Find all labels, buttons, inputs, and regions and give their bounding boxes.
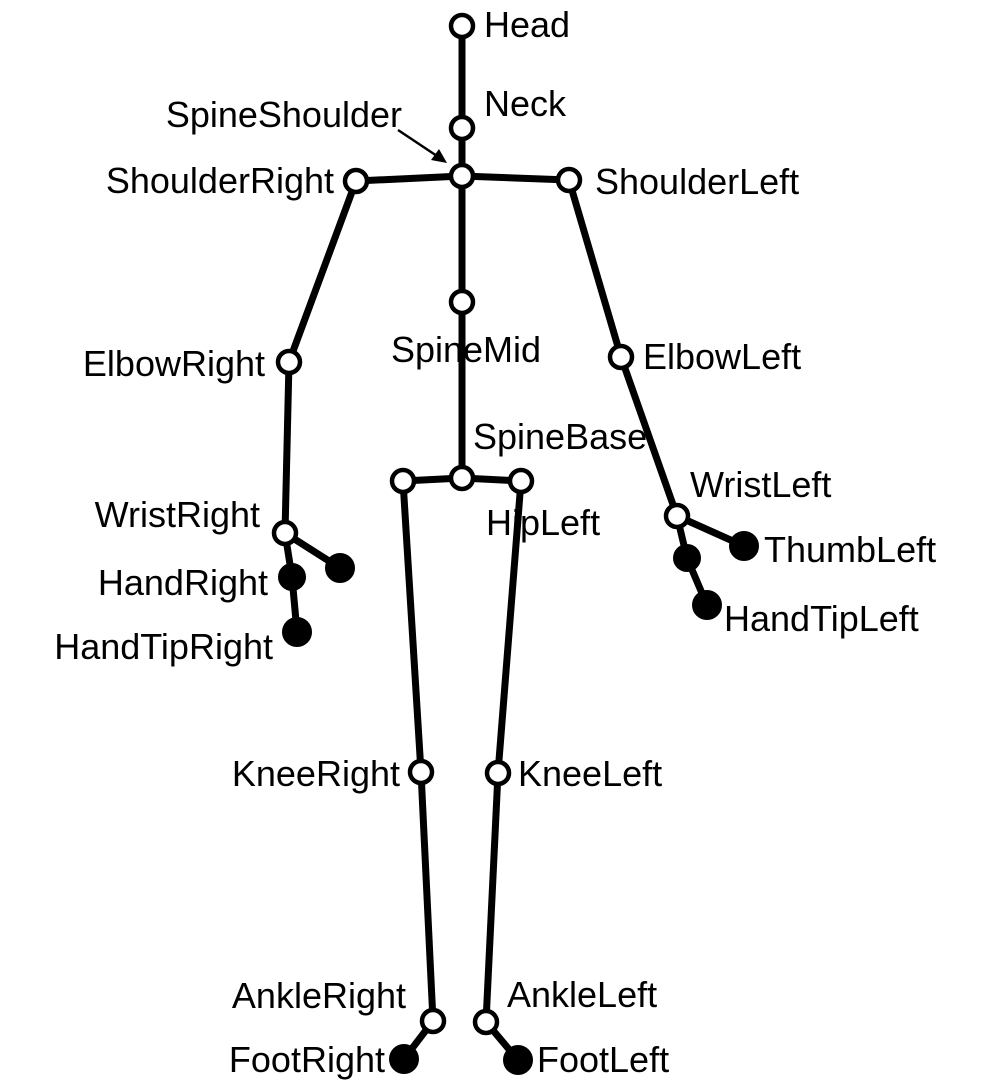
label-neck: Neck — [484, 83, 567, 124]
joint-elbow-left — [610, 346, 632, 368]
spine-shoulder-arrow-shaft — [398, 130, 440, 158]
label-foot-right: FootRight — [229, 1039, 385, 1080]
joint-thumb-left — [730, 532, 758, 560]
bone-shoulder-left-elbow-left — [569, 180, 621, 357]
label-knee-left: KneeLeft — [518, 753, 662, 794]
bone-hip-right-knee-right — [403, 481, 421, 772]
label-ankle-left: AnkleLeft — [507, 974, 657, 1015]
joint-ankle-left — [475, 1011, 497, 1033]
label-knee-right: KneeRight — [232, 753, 400, 794]
bone-spine-shoulder-shoulder-right — [356, 176, 462, 181]
joint-hand-left — [674, 545, 700, 571]
bone-spine-shoulder-shoulder-left — [462, 176, 569, 180]
joint-foot-right — [390, 1045, 418, 1073]
joint-spine-mid — [451, 291, 473, 313]
label-thumb-left: ThumbLeft — [764, 529, 936, 570]
bone-knee-left-ankle-left — [486, 773, 498, 1022]
spine-shoulder-arrow-head — [431, 149, 447, 163]
joint-hand-tip-right — [283, 618, 311, 646]
joint-hand-tip-left — [693, 591, 721, 619]
bone-elbow-right-wrist-right — [285, 362, 289, 533]
label-wrist-left: WristLeft — [690, 464, 831, 505]
joint-knee-left — [487, 762, 509, 784]
label-hand-right: HandRight — [98, 562, 268, 603]
label-spine-mid: SpineMid — [391, 329, 541, 370]
label-ankle-right: AnkleRight — [232, 975, 406, 1016]
label-head: Head — [484, 4, 570, 45]
label-shoulder-left: ShoulderLeft — [595, 161, 799, 202]
joint-knee-right — [410, 761, 432, 783]
bone-knee-right-ankle-right — [421, 772, 433, 1021]
joint-hand-right — [279, 564, 305, 590]
label-shoulder-right: ShoulderRight — [106, 160, 334, 201]
joint-wrist-right — [274, 522, 296, 544]
label-hip-left: HipLeft — [486, 502, 600, 543]
joint-neck — [451, 117, 473, 139]
bone-shoulder-right-elbow-right — [289, 181, 356, 362]
joint-shoulder-right — [345, 170, 367, 192]
joint-ankle-right — [422, 1010, 444, 1032]
joint-labels: Head Neck SpineShoulder ShoulderRight Sh… — [54, 4, 936, 1080]
spine-shoulder-pointer-arrow — [398, 130, 447, 163]
label-hand-tip-left: HandTipLeft — [724, 598, 919, 639]
label-hand-tip-right: HandTipRight — [54, 626, 273, 667]
label-wrist-right: WristRight — [95, 494, 260, 535]
joint-elbow-right — [278, 351, 300, 373]
label-foot-left: FootLeft — [537, 1039, 669, 1080]
label-elbow-right: ElbowRight — [83, 343, 265, 384]
label-elbow-left: ElbowLeft — [643, 336, 801, 377]
joint-hip-left — [510, 470, 532, 492]
joint-spine-base — [451, 467, 473, 489]
label-spine-base: SpineBase — [473, 416, 647, 457]
joint-thumb-right — [326, 554, 354, 582]
joint-spine-shoulder — [451, 165, 473, 187]
joint-foot-left — [504, 1046, 532, 1074]
joint-shoulder-left — [558, 169, 580, 191]
joint-head — [451, 15, 473, 37]
joint-hip-right — [392, 470, 414, 492]
label-spine-shoulder: SpineShoulder — [166, 94, 402, 135]
joint-wrist-left — [666, 505, 688, 527]
